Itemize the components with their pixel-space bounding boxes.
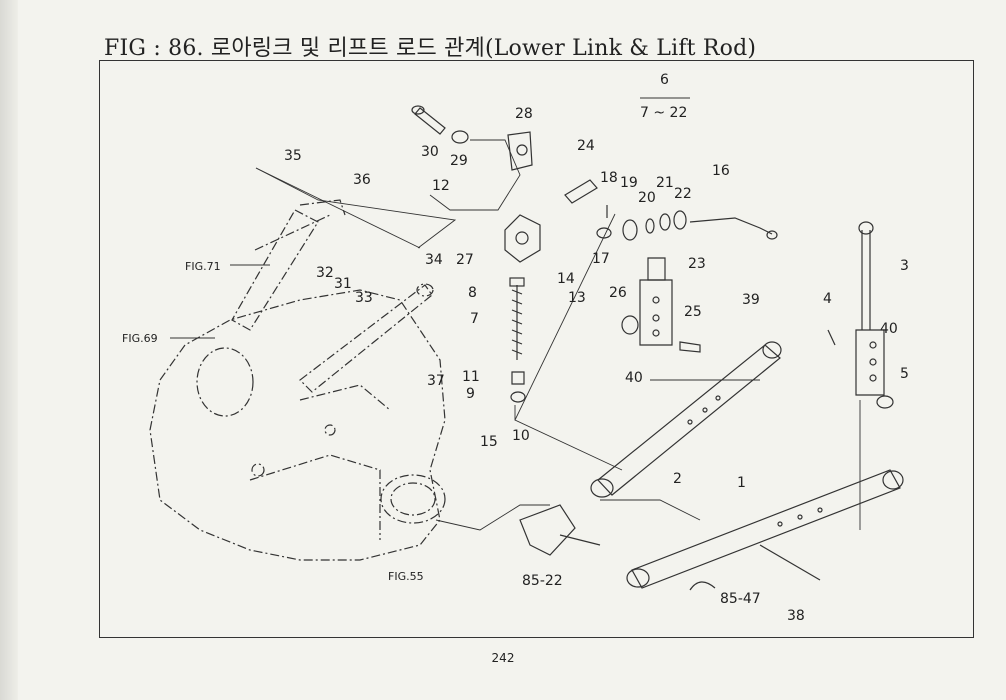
callout-labels: 1 2 3 4 5 6 7 ~ 22 7 8 9 10 11 12 13 14 … bbox=[284, 72, 909, 624]
callout-15: 15 bbox=[480, 434, 498, 450]
callout-40-right: 40 bbox=[880, 321, 898, 337]
callout-38: 38 bbox=[787, 608, 805, 624]
callout-32: 32 bbox=[316, 265, 334, 281]
callout-24: 24 bbox=[577, 138, 595, 154]
fig-ref-55: FIG.55 bbox=[388, 570, 424, 583]
bracket-28 bbox=[504, 131, 541, 263]
callout-33: 33 bbox=[355, 290, 373, 306]
callout-30: 30 bbox=[421, 144, 439, 160]
callout-21: 21 bbox=[656, 175, 674, 191]
transmission-housing bbox=[149, 289, 446, 561]
callout-34: 34 bbox=[425, 252, 443, 268]
callout-2: 2 bbox=[673, 471, 682, 487]
callout-27: 27 bbox=[456, 252, 474, 268]
callout-39: 39 bbox=[742, 292, 760, 308]
lower-link-1 bbox=[626, 469, 904, 589]
pin-24 bbox=[564, 179, 598, 204]
clip-85-47 bbox=[689, 581, 716, 591]
callout-12: 12 bbox=[432, 178, 450, 194]
lift-rod-3 bbox=[827, 221, 894, 409]
callout-6-range: 7 ~ 22 bbox=[640, 105, 687, 121]
callout-19: 19 bbox=[620, 175, 638, 191]
gear-set bbox=[596, 205, 687, 241]
callout-3: 3 bbox=[900, 258, 909, 274]
callout-25: 25 bbox=[684, 304, 702, 320]
callout-9: 9 bbox=[466, 386, 475, 402]
callout-22: 22 bbox=[674, 186, 692, 202]
callout-17: 17 bbox=[592, 251, 610, 267]
callout-6: 6 bbox=[660, 72, 669, 88]
lift-arm-assembly bbox=[231, 199, 434, 393]
callout-20: 20 bbox=[638, 190, 656, 206]
callout-13: 13 bbox=[568, 290, 586, 306]
callout-85-47: 85-47 bbox=[720, 591, 761, 607]
binder-edge bbox=[0, 0, 18, 700]
callout-36: 36 bbox=[353, 172, 371, 188]
callout-26: 26 bbox=[609, 285, 627, 301]
callout-16: 16 bbox=[712, 163, 730, 179]
callout-23: 23 bbox=[688, 256, 706, 272]
callout-85-22: 85-22 bbox=[522, 573, 563, 589]
callout-5: 5 bbox=[900, 366, 909, 382]
callout-28: 28 bbox=[515, 106, 533, 122]
bracket-85-22 bbox=[519, 504, 601, 556]
pin-30-29 bbox=[411, 105, 469, 144]
callout-37: 37 bbox=[427, 373, 445, 389]
diagram-frame bbox=[99, 60, 974, 638]
callout-1: 1 bbox=[737, 475, 746, 491]
callout-11: 11 bbox=[462, 369, 480, 385]
callout-18: 18 bbox=[600, 170, 618, 186]
lower-link-2 bbox=[590, 341, 782, 498]
fig-ref-69: FIG.69 bbox=[122, 332, 158, 345]
callout-29: 29 bbox=[450, 153, 468, 169]
callout-35: 35 bbox=[284, 148, 302, 164]
figure-references: FIG.71 FIG.69 FIG.55 bbox=[122, 260, 424, 583]
callout-10: 10 bbox=[512, 428, 530, 444]
callout-8: 8 bbox=[468, 285, 477, 301]
callout-14: 14 bbox=[557, 271, 575, 287]
lift-rod-housing bbox=[621, 257, 701, 353]
callout-40-left: 40 bbox=[625, 370, 643, 386]
figure-title: FIG : 86. 로아링크 및 리프트 로드 관계(Lower Link & … bbox=[104, 36, 757, 61]
callout-31: 31 bbox=[334, 276, 352, 292]
handle-16 bbox=[689, 217, 778, 240]
page-number: 242 bbox=[491, 651, 515, 665]
leader-lines bbox=[170, 97, 861, 531]
callout-7: 7 bbox=[470, 311, 479, 327]
callout-4: 4 bbox=[823, 291, 832, 307]
fig-ref-71: FIG.71 bbox=[185, 260, 221, 273]
adjusting-screw bbox=[509, 277, 526, 403]
